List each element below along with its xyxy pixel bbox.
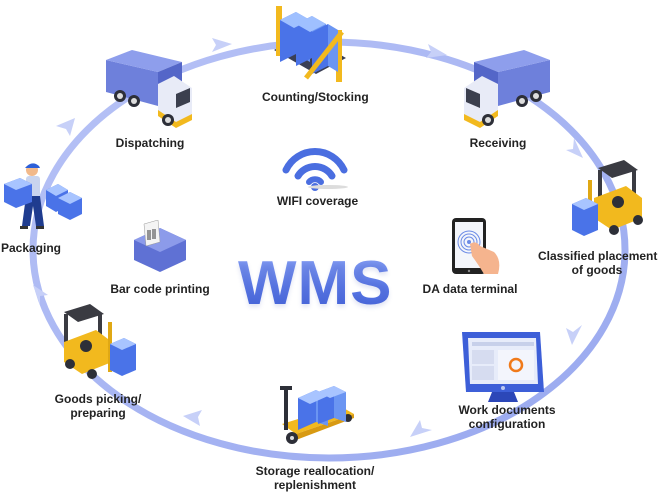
step-classified-label: Classified placement of goods	[538, 249, 658, 277]
forklift-right-icon	[572, 160, 643, 236]
receive-truck-icon	[464, 50, 550, 128]
wms-title: WMS	[238, 249, 393, 318]
worker-with-boxes-icon	[4, 163, 82, 229]
step-receiving-label: Receiving	[469, 136, 527, 150]
touch-tablet-icon	[452, 218, 500, 274]
pallet-jack-icon	[280, 386, 354, 444]
step-dispatching-label: Dispatching	[115, 136, 185, 150]
step-storage-label: Storage reallocation/ replenishment	[255, 464, 375, 492]
step-counting-label: Counting/Stocking	[262, 90, 369, 104]
barcode-printer-icon	[134, 220, 186, 272]
feature-terminal-label: DA data terminal	[422, 282, 518, 296]
forklift-left-icon	[64, 304, 136, 379]
monitor-icon	[462, 332, 544, 402]
feature-wifi-label: WIFI coverage	[276, 194, 359, 208]
feature-barcode-label: Bar code printing	[110, 282, 210, 296]
wifi-icon	[282, 148, 348, 191]
step-workdocs-label: Work documents configuration	[458, 403, 556, 431]
ring-arrows	[33, 38, 583, 437]
pallet-boxes-icon	[274, 6, 346, 82]
step-packaging-label: Packaging	[0, 241, 62, 255]
dispatch-truck-icon	[106, 50, 192, 128]
step-picking-label: Goods picking/ preparing	[54, 392, 142, 420]
